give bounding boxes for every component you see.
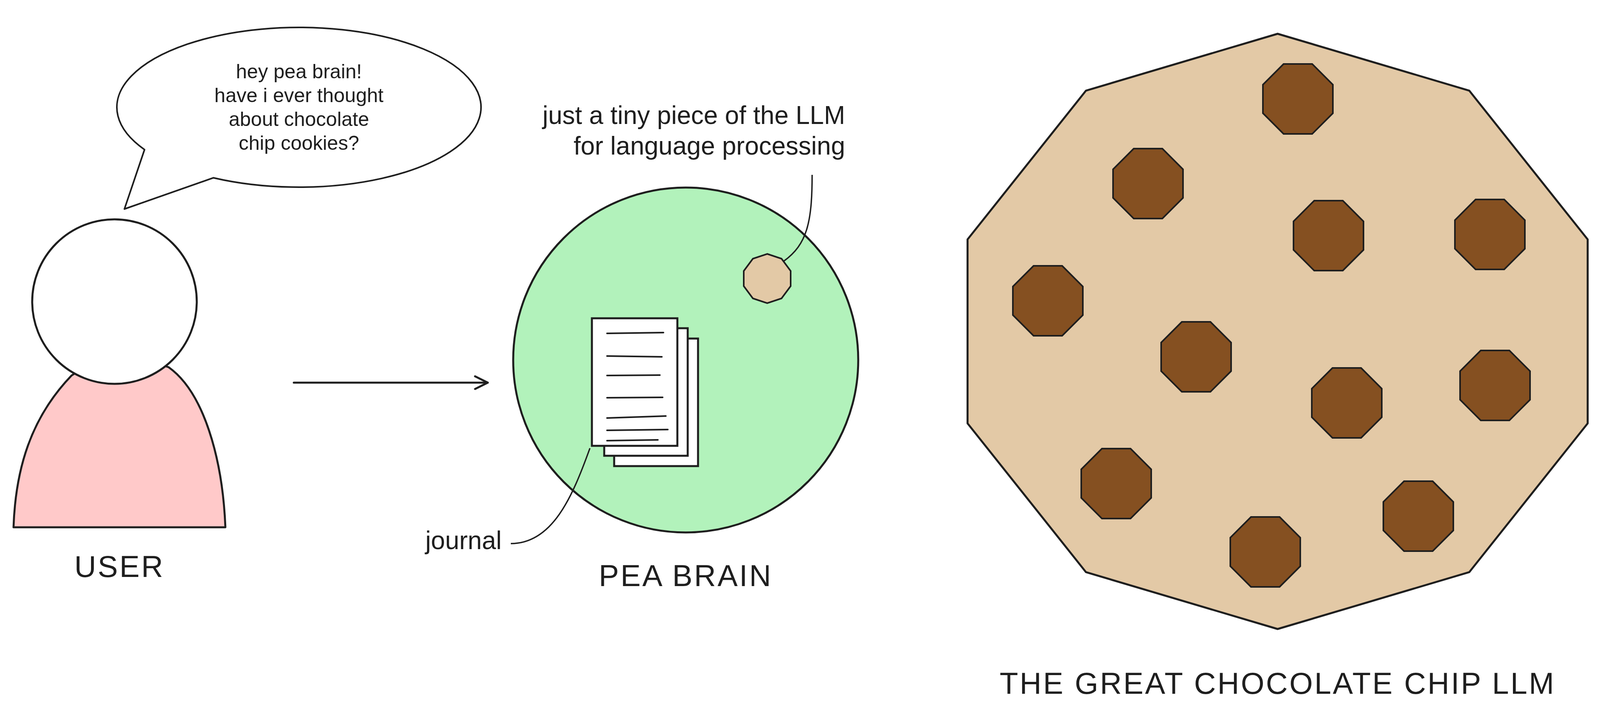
node-heading: THE GREAT CHOCOLATE CHIP LLM (966, 665, 1589, 702)
chocolate-chip (1161, 321, 1232, 392)
pea-brain-circle (513, 187, 859, 533)
speech-text: hey pea brain! have i ever thought about… (213, 59, 385, 156)
flow-arrow (293, 382, 488, 384)
cookie-outline (967, 33, 1588, 630)
callout-label: journal (425, 525, 502, 557)
speech-bubble-outline (115, 25, 483, 189)
llm-piece (743, 254, 791, 304)
label-slot: just a tiny piece of the LLM for languag… (527, 100, 846, 162)
label-slot: journal (425, 525, 502, 557)
chocolate-chip (1383, 481, 1454, 552)
journal-pages (591, 318, 699, 467)
chocolate-chip (1454, 199, 1525, 270)
user-head (32, 219, 197, 384)
pea-brain-circle-outline (512, 186, 860, 534)
chocolate-chip (1230, 517, 1301, 588)
chocolate-chip (1113, 148, 1184, 219)
chocolate-chip (1262, 64, 1333, 134)
callout-label: just a tiny piece of the LLM for languag… (527, 100, 846, 162)
cookie-llm-outline (966, 32, 1589, 631)
speech-bubble-outline (116, 27, 481, 210)
node-heading: USER (12, 548, 227, 585)
chocolate-chip (1293, 200, 1364, 271)
cookie-llm: THE GREAT CHOCOLATE CHIP LLM (966, 32, 1589, 631)
journal-page (591, 318, 678, 447)
speech-bubble: hey pea brain! have i ever thought about… (115, 25, 483, 189)
node-heading: PEA BRAIN (512, 557, 860, 594)
user-figure: USER (12, 217, 227, 529)
chocolate-chip (1012, 265, 1083, 336)
pea-brain-circle: PEA BRAIN (512, 186, 860, 534)
chocolate-chip (1081, 448, 1152, 519)
chocolate-chip (1460, 350, 1531, 421)
user-figure-outline (12, 217, 227, 529)
journal-lines (607, 332, 668, 441)
chocolate-chip (1311, 368, 1382, 439)
